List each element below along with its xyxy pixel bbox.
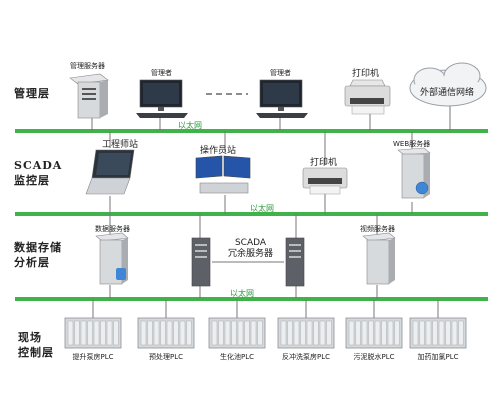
manager-1-label: 管理者 — [151, 69, 172, 77]
plc-rack-icon — [277, 317, 335, 349]
management-printer-icon — [344, 79, 391, 115]
scada-printer-label: 打印机 — [310, 158, 338, 168]
redundant-server-label: SCADA 冗余服务器 — [228, 238, 274, 259]
plc-rack-icon — [409, 317, 467, 349]
manager-workstation-1-icon — [136, 79, 188, 118]
data-server-label: 数据服务器 — [95, 225, 130, 233]
plc-rack-icon — [208, 317, 266, 349]
plc-label: 提升泵房PLC — [72, 353, 114, 361]
plc-rack-icon — [137, 317, 195, 349]
plc-rack-icon — [345, 317, 403, 349]
plc-label: 加药加氯PLC — [417, 353, 459, 361]
plc-label: 反冲洗泵房PLC — [281, 353, 330, 361]
video-server-icon — [362, 232, 396, 285]
scada-layer-label: SCADA 监控层 — [14, 159, 63, 187]
mgmt-printer-label: 打印机 — [352, 69, 380, 79]
web-server-icon — [397, 147, 431, 199]
management-layer-label: 管理层 — [14, 87, 50, 100]
operator-station-label: 操作员站 — [200, 146, 237, 156]
ethernet-label-management: 以太网 — [178, 121, 202, 130]
manager-workstation-2-icon — [256, 79, 308, 118]
ethernet-label-storage: 以太网 — [230, 289, 254, 298]
external-network-label: 外部通信网络 — [420, 88, 475, 98]
operator-station-icon — [195, 155, 251, 194]
mgmt-server-label: 管理服务器 — [70, 62, 105, 70]
video-server-label: 视频服务器 — [360, 225, 395, 233]
plc-label: 生化池PLC — [219, 353, 254, 361]
data-server-icon — [95, 232, 129, 285]
ethernet-label-scada: 以太网 — [250, 204, 274, 213]
engineer-station-label: 工程师站 — [102, 140, 139, 150]
field-layer-label: 现场 控制层 — [18, 331, 54, 359]
scada-server-1-icon — [191, 237, 211, 287]
plc-rack-icon — [64, 317, 122, 349]
management-server-icon — [69, 73, 109, 119]
plc-label: 预处理PLC — [148, 353, 183, 361]
web-server-label: WEB服务器 — [393, 140, 431, 148]
storage-layer-label: 数据存储 分析层 — [14, 241, 62, 269]
scada-printer-icon — [302, 167, 348, 195]
plc-racks — [64, 317, 467, 349]
plc-label: 污泥脱水PLC — [353, 353, 395, 361]
external-network-cloud-icon — [409, 62, 487, 107]
manager-2-label: 管理者 — [270, 69, 291, 77]
scada-server-2-icon — [285, 237, 305, 287]
engineer-laptop-icon — [85, 149, 135, 195]
